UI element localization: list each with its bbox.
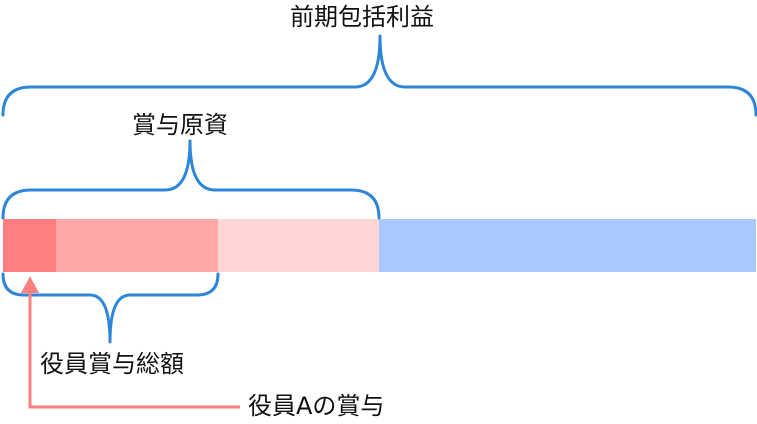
total-profit-label: 前期包括利益 [290,3,434,31]
executive-bonus-total-segment [56,219,218,272]
executive-bonus-total-brace [1,272,220,344]
executive-a-arrow-line [28,288,240,409]
executive-bonus-total-label: 役員賞与総額 [40,350,184,378]
remainder-segment [379,219,756,272]
executive-a-segment [3,219,56,272]
executive-a-bonus-label: 役員Aの賞与 [248,392,385,420]
executive-a-arrowhead [21,276,39,293]
total-profit-brace [1,34,757,117]
bonus-pool-brace [1,139,381,220]
bonus-pool-label: 賞与原資 [132,111,228,139]
bonus-pool-segment [218,219,379,272]
